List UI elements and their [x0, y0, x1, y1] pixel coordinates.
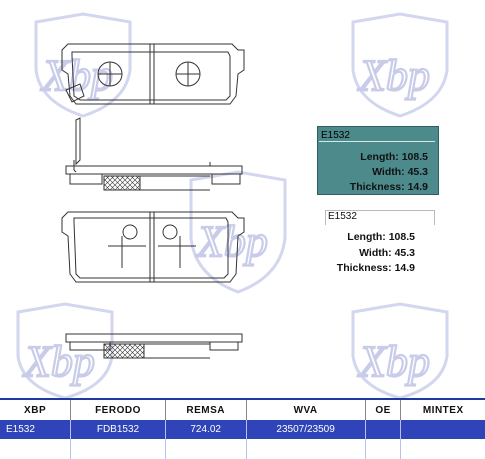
- watermark-center: Xbp: [189, 170, 287, 294]
- watermark-bottom-right: Xbp: [351, 302, 449, 400]
- spec-divider: [319, 141, 435, 142]
- pad-front-view-lower: [61, 211, 245, 283]
- thickness-label: Thickness:: [336, 262, 392, 274]
- cell-remsa: 724.02: [165, 420, 247, 439]
- table-row-empty: [0, 439, 485, 459]
- width-row: Width: 45.3: [372, 166, 428, 178]
- length-row: Length: 108.5: [347, 231, 415, 243]
- length-label: Length:: [347, 231, 386, 243]
- cell-empty: [165, 439, 247, 459]
- width-label: Width:: [359, 247, 392, 259]
- pad-front-view-upper: [61, 43, 245, 105]
- column-header-ferodo: FERODO: [70, 398, 166, 420]
- column-header-oe: OE: [365, 398, 402, 420]
- width-label: Width:: [372, 166, 405, 178]
- brake-pad-drawing: [61, 43, 245, 359]
- cell-ferodo: FDB1532: [70, 420, 166, 439]
- cell-xbp: E1532: [0, 420, 72, 439]
- width-row: Width: 45.3: [359, 247, 415, 259]
- table-header-row: XBP FERODO REMSA WVA OE MINTEX: [0, 398, 485, 420]
- cell-wva: 23507/23509: [246, 420, 366, 439]
- length-value: 108.5: [401, 151, 428, 163]
- spec-code: E1532: [328, 211, 357, 222]
- column-header-wva: WVA: [246, 398, 366, 420]
- length-row: Length: 108.5: [360, 151, 428, 163]
- spec-card-highlighted: E1532 Length: 108.5 Width: 45.3 Thicknes…: [317, 126, 439, 195]
- column-header-xbp: XBP: [0, 398, 72, 420]
- svg-text:Xbp: Xbp: [195, 217, 268, 266]
- thickness-row: Thickness: 14.9: [337, 262, 415, 274]
- length-label: Length:: [360, 151, 399, 163]
- column-header-mintex: MINTEX: [400, 398, 485, 420]
- svg-text:Xbp: Xbp: [357, 337, 430, 386]
- thickness-value: 14.9: [407, 181, 428, 193]
- cell-empty: [400, 439, 485, 459]
- spec-card-plain: E1532 Length: 108.5 Width: 45.3 Thicknes…: [325, 210, 435, 280]
- cell-oe: [365, 420, 402, 439]
- cross-reference-table: XBP FERODO REMSA WVA OE MINTEX E1532 FDB…: [0, 398, 485, 459]
- width-value: 45.3: [407, 166, 428, 178]
- cell-mintex: [400, 420, 485, 439]
- column-header-remsa: REMSA: [165, 398, 247, 420]
- length-value: 108.5: [388, 231, 415, 243]
- spec-code-box: [325, 210, 435, 225]
- cell-empty: [70, 439, 166, 459]
- spec-code: E1532: [321, 130, 350, 141]
- cell-empty: [0, 439, 72, 459]
- cell-empty: [246, 439, 366, 459]
- svg-text:Xbp: Xbp: [22, 337, 95, 386]
- pad-side-view-upper: [65, 117, 243, 191]
- watermark-top-left: Xbp: [34, 12, 132, 118]
- table-row: E1532 FDB1532 724.02 23507/23509: [0, 420, 485, 439]
- watermark-top-right: Xbp: [351, 12, 449, 118]
- svg-text:Xbp: Xbp: [40, 51, 113, 100]
- thickness-value: 14.9: [394, 262, 415, 274]
- pad-side-view-lower: [65, 333, 243, 359]
- svg-text:Xbp: Xbp: [357, 51, 430, 100]
- thickness-label: Thickness:: [349, 181, 405, 193]
- width-value: 45.3: [394, 247, 415, 259]
- cell-empty: [365, 439, 402, 459]
- thickness-row: Thickness: 14.9: [350, 181, 428, 193]
